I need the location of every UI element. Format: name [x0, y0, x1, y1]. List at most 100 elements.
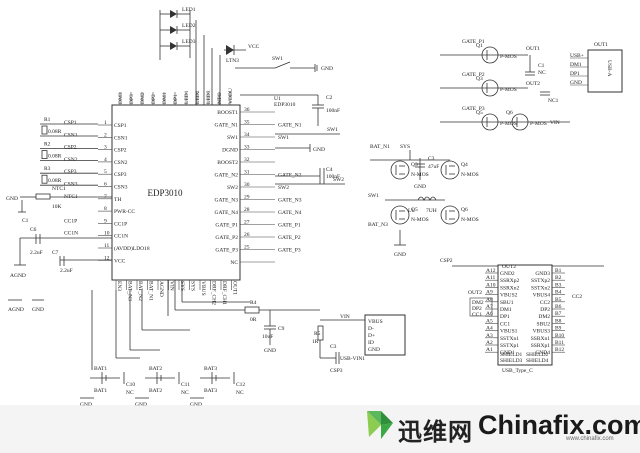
pmos-switches: GATE_P1P-MOSQ1GATE_P2P-MOSQ3GATE_P3P-MOS…: [440, 39, 570, 131]
ic-top-pin-label: DM2: [140, 92, 146, 104]
ic-top-pin-label: VDDU: [228, 88, 234, 104]
battery-net: BAT3: [204, 388, 217, 394]
typec-right-pin-name: SSTXp2: [531, 278, 550, 284]
battery-net: BAT2: [149, 388, 162, 394]
ic-left-pin-num: 5: [104, 169, 107, 175]
ic-left-pin-name: (AVDD)LDO18: [114, 245, 150, 252]
ic-right-pin-name: GATE_P2: [215, 235, 238, 241]
bottom-wiring: R4 0R C9 10uF GND R5 1R C3 CSP3 VIN VBUS…: [167, 280, 406, 374]
c6-value: 2.2uF: [30, 250, 43, 256]
ic-left-pin-num: 10: [104, 231, 110, 237]
vin-net: VIN: [340, 314, 350, 320]
typec-out2-left-label: DP2: [472, 306, 482, 312]
ic-right-pin-name: BOOST2: [217, 160, 238, 166]
c2-ref: C2: [326, 95, 333, 101]
ic-left-net-label: CSN2: [64, 157, 78, 163]
nc1-label: NC1: [548, 98, 559, 104]
typec-right-pin-num: B11: [555, 340, 564, 346]
c9-value: 10uF: [262, 334, 273, 340]
battery-ref: BAT3: [204, 366, 217, 372]
led-label: LED3: [182, 39, 196, 45]
sense-resistor-value: 0.08R: [48, 178, 62, 184]
pmos-type: P-MOS: [500, 121, 517, 127]
hbridge-q-ref: Q4: [461, 162, 468, 168]
typec-left-pin-num: A10: [486, 282, 496, 288]
typec-right-pin-num: B9: [555, 326, 562, 332]
ic-left-pin-name: CSP2: [114, 148, 127, 154]
watermark-cn: 迅维网: [398, 418, 473, 446]
usba-pin-label: DP1: [570, 71, 580, 77]
sense-resistor-ref: R1: [44, 117, 51, 123]
ic-right-net-label: GATE_N4: [278, 210, 302, 216]
ic-right-net-label: GATE_P2: [278, 235, 301, 241]
ic-left-pin-num: 6: [104, 182, 107, 188]
typec-right-pin-name: GND3: [535, 271, 550, 277]
hbridge-q-ref: Q6: [461, 207, 468, 213]
battery-cap-nc: NC: [236, 390, 244, 396]
vbus-pin-label: ID: [368, 340, 374, 346]
vcc-net-top: VCC: [248, 44, 260, 50]
typec-right-pin-name: VBUS3: [533, 329, 551, 335]
typec-right-pin-name: SSTXn2: [531, 285, 550, 291]
typec-right-pin-num: B5: [555, 297, 562, 303]
led4-label: LTN3: [226, 58, 239, 64]
ic-right-pin-name: SW1: [227, 135, 238, 141]
ntc-ref: NTC1: [52, 186, 66, 192]
main-ic-name: EDP3010: [147, 188, 183, 198]
pmos-gate-label: GATE_P3: [462, 106, 485, 112]
led-label: LED2: [182, 23, 196, 29]
l1-value: 7UH: [426, 208, 437, 214]
ic-left-pin-name: CC1P: [114, 221, 127, 227]
c6-ref: C6: [30, 227, 37, 233]
hbridge-q-type: N-MOS: [461, 217, 479, 223]
ic-right-pin-num: 27: [244, 220, 250, 226]
typec-shield-label: SHIELD2: [526, 352, 549, 358]
sw1-ref: SW1: [272, 56, 283, 62]
out1-net: OUT1: [526, 46, 540, 52]
ic-left-pin-num: 11: [104, 243, 110, 249]
ic-left-net-label: CC1N: [64, 231, 78, 237]
pmos-q-ref: Q6: [506, 110, 513, 116]
typec-right-pin-name: CC2: [540, 300, 550, 306]
ic-left-pin-num: 4: [104, 157, 107, 163]
agnd-2: AGND: [8, 307, 24, 313]
pmos-gate-label: GATE_P2: [462, 72, 485, 78]
typec-right-pin-num: B4: [555, 290, 562, 296]
pmos-type: P-MOS: [500, 87, 517, 93]
usb-a-ref: OUT1: [594, 42, 608, 48]
typec-right-pin-name: SSRXn1: [531, 336, 551, 342]
typec-left-pin-name: SBU1: [500, 300, 514, 306]
battery-cap-nc: NC: [181, 390, 189, 396]
hbridge-q-type: N-MOS: [461, 172, 479, 178]
gnd-left: GND: [32, 307, 44, 313]
typec-right-pin-name: SBU2: [537, 321, 551, 327]
c3-value: 47uF: [428, 164, 439, 170]
ic-left-net-label: CC1P: [64, 218, 77, 224]
battery-cap-ref: C10: [126, 382, 135, 388]
ic-left-net-label: CSN3: [64, 182, 78, 188]
vin-net-pmos: VIN: [550, 120, 560, 126]
pmos-gate-label: GATE_P1: [462, 39, 485, 45]
ic-right-pin-name: GATE_N1: [214, 123, 238, 129]
gnd-c9: GND: [264, 348, 276, 354]
c4-value: 100nF: [326, 174, 340, 180]
ic-top-pin-label: LED2: [195, 90, 201, 104]
ic-top-pin-label: DP1: [173, 94, 179, 104]
watermark-en: Chinafix.com: [478, 410, 640, 440]
vbus-conn-ref: USB-VIN1: [340, 356, 365, 362]
typec-left-pin-name: VBUS1: [500, 329, 518, 335]
ic-left-net-label: CSN1: [64, 132, 78, 138]
ic-left-pin-num: 9: [104, 218, 107, 224]
pmos-type: P-MOS: [500, 54, 517, 60]
c7-value: 2.2uF: [60, 268, 73, 274]
l1-ref: L1: [408, 208, 414, 214]
usba-type-label: USB-A: [606, 60, 612, 77]
vbus-pin-label: VBUS: [368, 319, 383, 325]
ic-bottom-pin-label: EN3: [116, 281, 122, 291]
out2-left-ref: OUT2: [468, 290, 482, 296]
ic-right-pin-name: NC: [230, 260, 238, 266]
battery-cap-ref: C12: [236, 382, 245, 388]
ic-left-pin-num: 12: [104, 255, 110, 261]
r5-ref: R5: [314, 331, 321, 337]
